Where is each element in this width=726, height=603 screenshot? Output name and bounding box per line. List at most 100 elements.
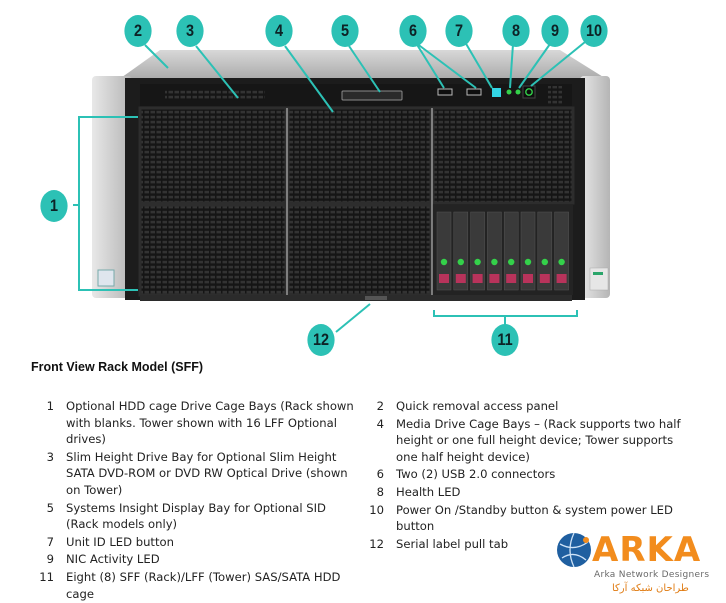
callout-12: 12 xyxy=(307,324,335,356)
legend-number: 9 xyxy=(46,552,54,567)
legend-number: 1 xyxy=(46,399,54,413)
legend-text: Health LED xyxy=(396,484,461,499)
right-rack-ear xyxy=(580,76,610,298)
drive-status-led xyxy=(440,258,448,266)
callout-10: 10 xyxy=(580,15,608,47)
legend-number: 4 xyxy=(376,416,384,431)
legend-item: 9 NIC Activity LED xyxy=(30,551,360,568)
callout-4: 4 xyxy=(265,15,293,47)
legend-item: 2 Quick removal access panel xyxy=(360,398,690,415)
logo-tagline: Arka Network Designers xyxy=(594,570,710,580)
server-front-view-figure: 1 2 3 4 5 6 7 8 9 10 11 12 xyxy=(40,15,610,356)
sff-drive[interactable] xyxy=(554,211,569,291)
callout-8: 8 xyxy=(502,15,530,47)
usb-port-2 xyxy=(466,88,482,96)
drive-status-led xyxy=(457,258,464,266)
legend-item: 12 Serial label pull tab xyxy=(360,536,690,553)
legend-item: 1 Optional HDD cage Drive Cage Bays (Rack… xyxy=(30,398,360,448)
figure-caption: Front View Rack Model (SFF) xyxy=(31,360,204,374)
sff-drive[interactable] xyxy=(520,211,536,291)
callout-3: 3 xyxy=(176,15,204,47)
drive-cage-bay xyxy=(431,106,575,205)
legend-text: Eight (8) SFF (Rack)/LFF (Tower) SAS/SAT… xyxy=(66,569,341,601)
leader-lines xyxy=(73,41,586,333)
callout-11: 11 xyxy=(491,324,519,356)
legend-number: 6 xyxy=(376,467,384,482)
power-button xyxy=(525,88,533,96)
server-illustration xyxy=(73,41,610,333)
drive-release-tab xyxy=(472,274,483,283)
legend-left-column: 1 Optional HDD cage Drive Cage Bays (Rack… xyxy=(30,398,360,603)
legend-item: 4 Media Drive Cage Bays – (Rack supports … xyxy=(360,416,690,466)
drive-release-tab xyxy=(455,274,466,283)
sff-drive[interactable] xyxy=(503,211,519,291)
callout-6: 6 xyxy=(399,15,427,47)
legend-number: 2 xyxy=(376,399,384,413)
legend-number: 3 xyxy=(46,449,54,464)
sff-drive[interactable] xyxy=(487,211,502,291)
globe-icon xyxy=(557,532,591,568)
legend-number: 8 xyxy=(376,484,384,499)
legend-text: Media Drive Cage Bays – (Rack supports t… xyxy=(396,416,681,464)
arka-logo: ARKA Arka Network Designers طراحان شبکه … xyxy=(552,530,722,600)
sff-drive[interactable] xyxy=(537,211,553,291)
sid-bay xyxy=(341,90,403,101)
health-led xyxy=(506,89,512,95)
legend-text: Unit ID LED button xyxy=(66,534,174,549)
drive-status-led xyxy=(491,258,498,266)
legend-text: NIC Activity LED xyxy=(66,552,160,567)
drive-release-tab xyxy=(439,274,449,283)
drive-release-tab xyxy=(523,274,533,283)
usb-port-1 xyxy=(437,88,453,96)
legend-item: 3 Slim Height Drive Bay for Optional Slim… xyxy=(30,449,360,499)
drive-status-led xyxy=(474,258,481,266)
drive-release-tab xyxy=(556,274,567,283)
sff-drive-cage xyxy=(436,211,569,291)
legend-item: 6 Two (2) USB 2.0 connectors xyxy=(360,466,690,483)
drive-status-led xyxy=(508,258,515,266)
legend-right-column: 2 Quick removal access panel 4 Media Drive… xyxy=(360,398,690,553)
callout-5: 5 xyxy=(331,15,359,47)
legend-text: Power On /Standby button & system power … xyxy=(396,502,673,534)
drive-status-led xyxy=(524,258,532,266)
sff-drive[interactable] xyxy=(453,211,469,291)
callout-2: 2 xyxy=(124,15,152,47)
legend-text: Slim Height Drive Bay for Optional Slim … xyxy=(66,449,348,497)
callout-1: 1 xyxy=(40,190,68,222)
legend-number: 11 xyxy=(39,569,54,584)
drive-release-tab xyxy=(489,274,500,283)
legend-number: 12 xyxy=(369,536,384,551)
sff-drive[interactable] xyxy=(436,211,452,291)
logo-tagline-persian: طراحان شبکه آرکا xyxy=(612,583,689,594)
callout-7: 7 xyxy=(445,15,473,47)
legend-text: Quick removal access panel xyxy=(396,399,559,413)
drive-status-led xyxy=(558,258,565,266)
legend-number: 10 xyxy=(369,502,384,517)
callout-9: 9 xyxy=(541,15,569,47)
media-drive-cage-bay xyxy=(286,106,433,205)
legend-item: 5 Systems Insight Display Bay for Optiona… xyxy=(30,500,360,533)
legend-item: 11 Eight (8) SFF (Rack)/LFF (Tower) SAS/S… xyxy=(30,569,360,602)
legend-number: 7 xyxy=(46,534,54,549)
legend-text: Systems Insight Display Bay for Optional… xyxy=(66,500,326,532)
legend-text: Optional HDD cage Drive Cage Bays (Rack … xyxy=(66,399,354,447)
legend-text: Serial label pull tab xyxy=(396,536,509,551)
drive-status-led xyxy=(541,258,548,266)
legend-text: Two (2) USB 2.0 connectors xyxy=(396,467,556,482)
legend-item: 7 Unit ID LED button xyxy=(30,534,360,551)
logo-wordmark: ARKA xyxy=(592,530,702,570)
drive-cage-bay xyxy=(286,203,433,297)
left-rack-ear xyxy=(92,76,132,298)
uid-led-button xyxy=(492,88,501,97)
drive-release-tab xyxy=(539,274,550,283)
nic-led xyxy=(515,89,521,95)
legend-item: 8 Health LED xyxy=(360,484,690,501)
drive-release-tab xyxy=(506,274,517,283)
slim-optical-bay xyxy=(165,90,265,100)
drive-cage-bay xyxy=(138,203,288,297)
serial-label-pull-tab xyxy=(365,296,387,300)
legend-number: 5 xyxy=(46,500,54,515)
sff-drive[interactable] xyxy=(470,211,485,291)
legend-item: 10 Power On /Standby button & system powe… xyxy=(360,502,690,535)
drive-cage-bay xyxy=(138,106,288,205)
